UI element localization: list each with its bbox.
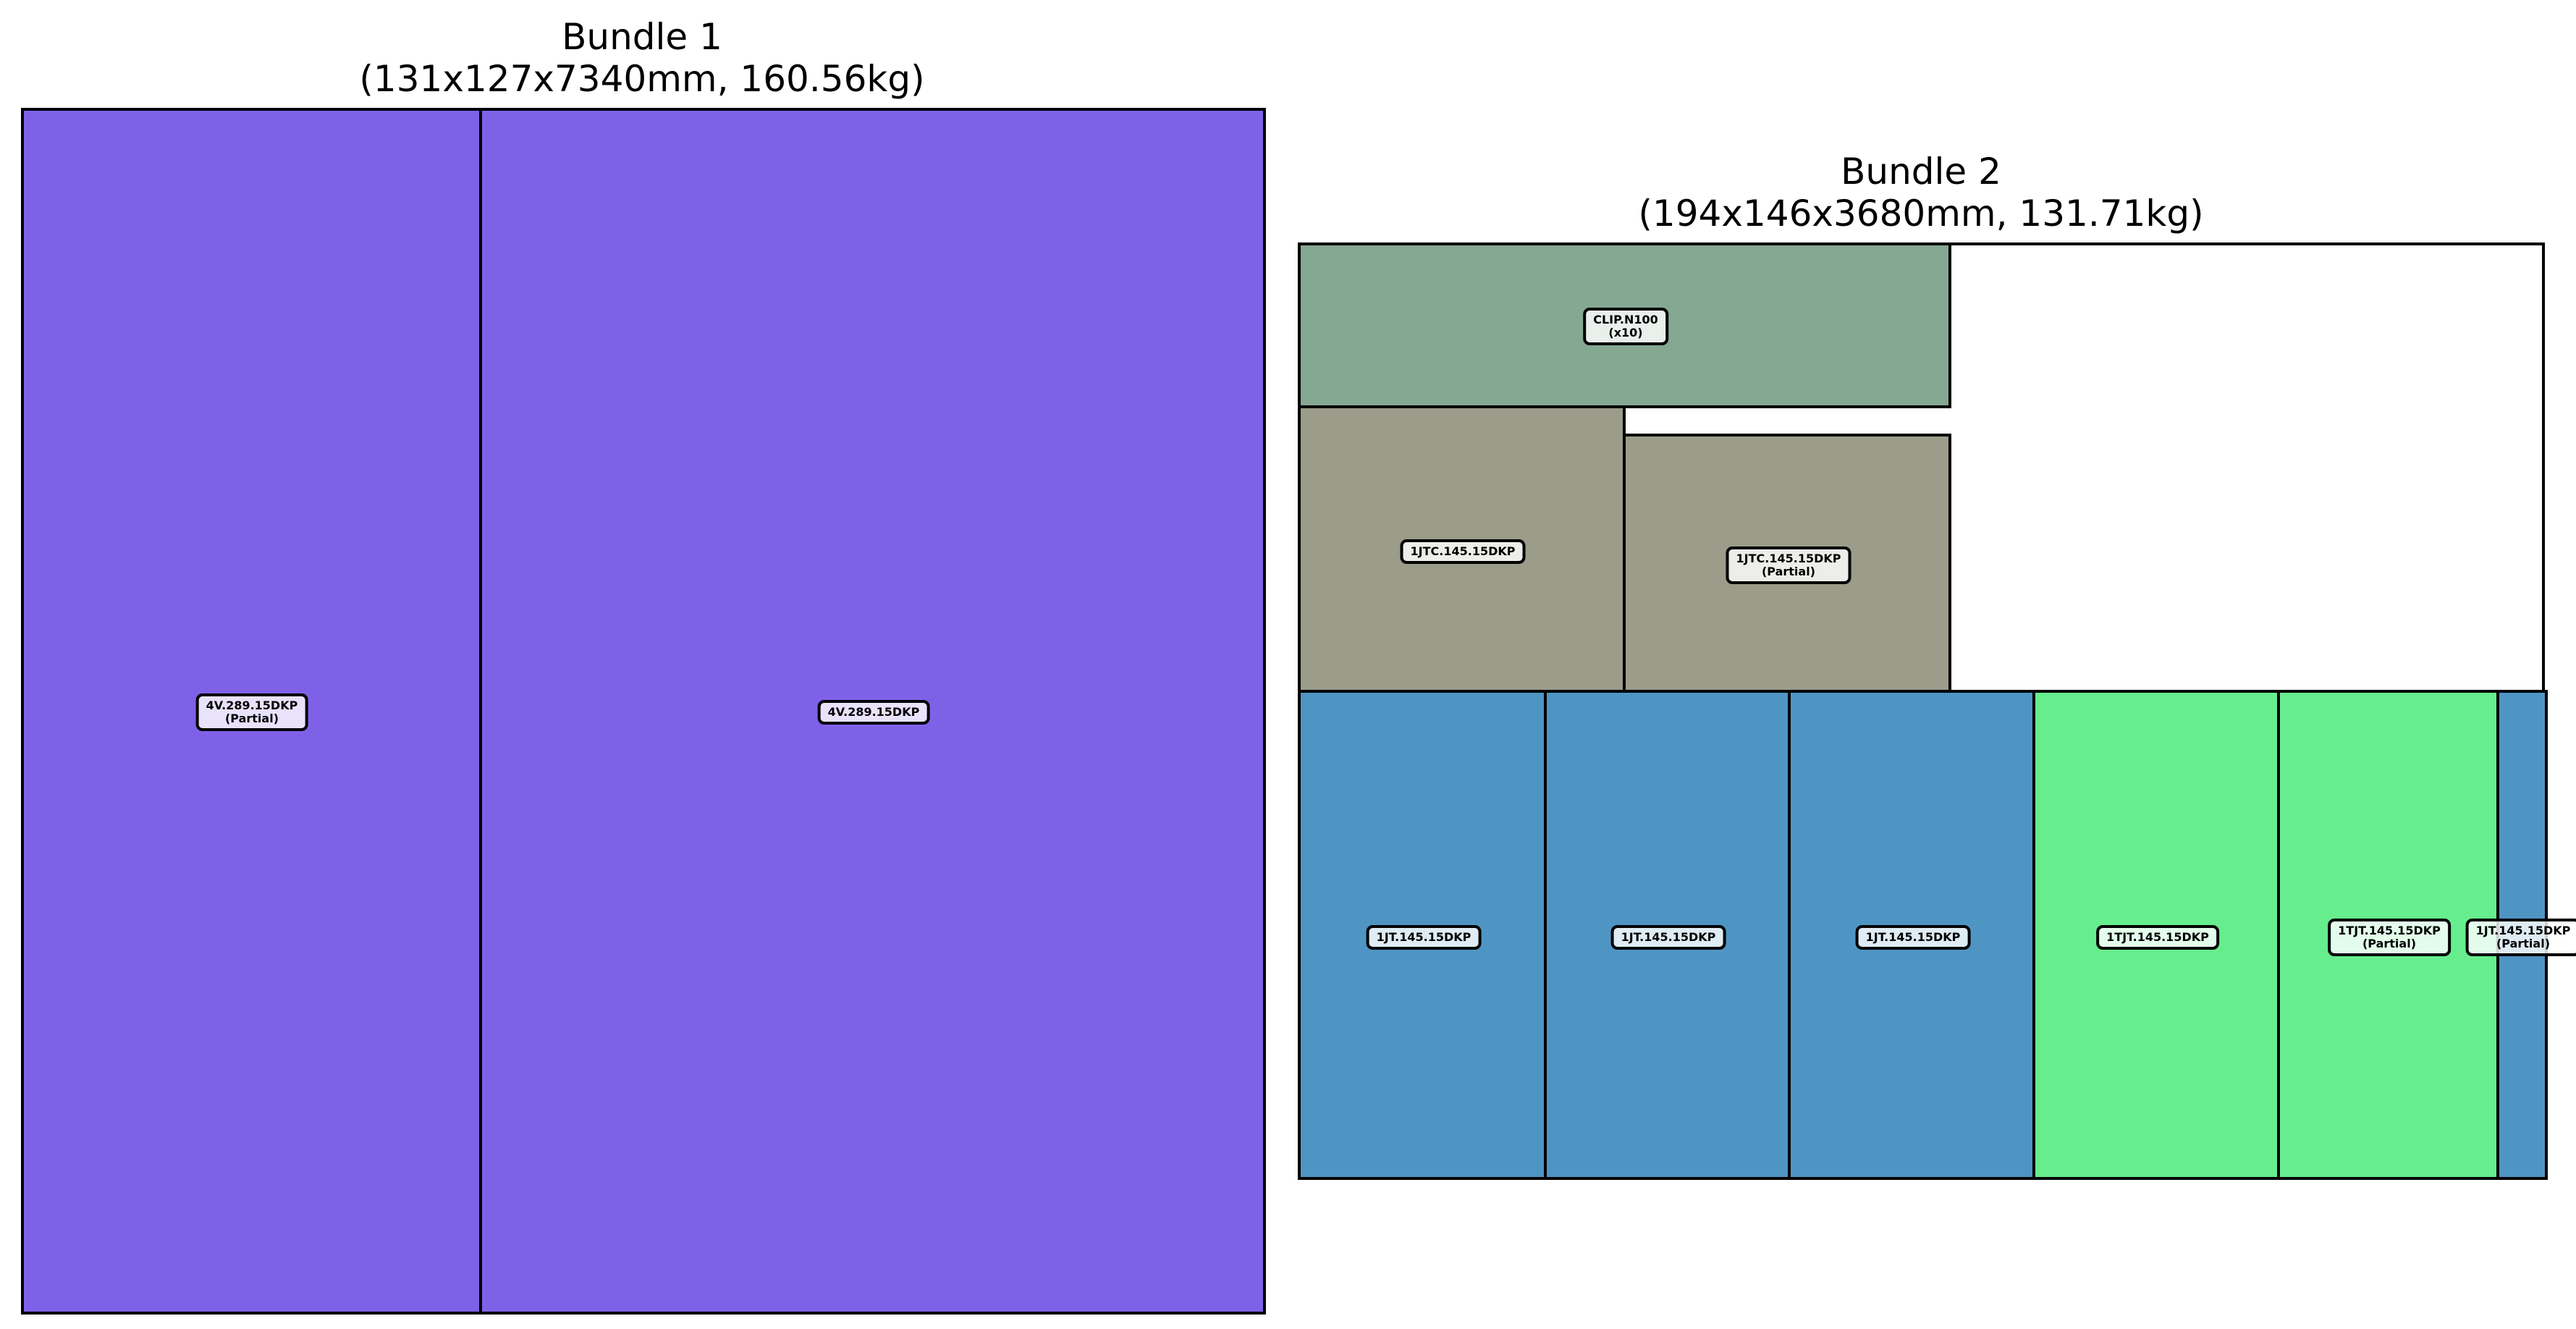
item-label: 1JTC.145.15DKP bbox=[1400, 539, 1526, 564]
item-label-note: (Partial) bbox=[224, 712, 279, 725]
bundle-2-item-1: CLIP.N100 (x10) bbox=[1298, 242, 1951, 408]
bundle-1-subtitle: (131x127x7340mm, 160.56kg) bbox=[359, 58, 925, 100]
item-label-name: 4V.289.15DKP bbox=[206, 699, 298, 712]
bundle-2-item-9: 1JT.145.15DKP (Partial) bbox=[2465, 690, 2576, 1180]
bundle-1-item-1: 4V.289.15DKP (Partial) bbox=[21, 108, 482, 1315]
bundle-1-title: Bundle 1 (131x127x7340mm, 160.56kg) bbox=[352, 16, 932, 100]
bundle-1-item-2: 4V.289.15DKP bbox=[479, 108, 1266, 1315]
item-label: 1JT.145.15DKP bbox=[1855, 925, 1971, 950]
item-label-name: 1JT.145.15DKP bbox=[2475, 924, 2571, 937]
item-label: 4V.289.15DKP bbox=[817, 700, 930, 725]
item-label: 1TJT.145.15DKP bbox=[2096, 925, 2219, 950]
item-label: CLIP.N100 (x10) bbox=[1583, 308, 1668, 345]
item-label: 1JT.145.15DKP bbox=[1610, 925, 1726, 950]
bundle-2-panel: CLIP.N100 (x10) 1JTC.145.15DKP 1JTC.145.… bbox=[1298, 242, 2576, 1180]
item-label-name: 1JT.145.15DKP bbox=[1865, 930, 1961, 944]
bundle-2-item-4: 1JT.145.15DKP bbox=[1298, 690, 1547, 1180]
item-label-name: 1JT.145.15DKP bbox=[1621, 930, 1716, 944]
item-label-note: (Partial) bbox=[2496, 937, 2551, 950]
bundle-1-panel: 4V.289.15DKP (Partial) 4V.289.15DKP bbox=[21, 108, 1266, 1315]
bundle-2-item-3: 1JTC.145.15DKP (Partial) bbox=[1623, 434, 1951, 693]
item-label-name: 1TJT.145.15DKP bbox=[2106, 930, 2209, 944]
item-label-name: 4V.289.15DKP bbox=[827, 705, 920, 719]
bundle-1-title-text: Bundle 1 bbox=[562, 16, 722, 58]
item-label: 1JT.145.15DKP (Partial) bbox=[2465, 919, 2576, 956]
item-label-name: 1JTC.145.15DKP bbox=[1410, 544, 1516, 558]
item-label-name: 1TJT.145.15DKP bbox=[2338, 924, 2441, 937]
item-label-note: (x10) bbox=[1608, 326, 1643, 339]
item-label-note: (Partial) bbox=[2362, 937, 2417, 950]
item-label: 1JTC.145.15DKP (Partial) bbox=[1726, 547, 1851, 584]
bundle-2-title: Bundle 2 (194x146x3680mm, 131.71kg) bbox=[1631, 151, 2210, 235]
bundle-2-subtitle: (194x146x3680mm, 131.71kg) bbox=[1638, 193, 2204, 235]
item-label-name: 1JTC.145.15DKP bbox=[1736, 552, 1841, 565]
bundle-2-item-6: 1JT.145.15DKP bbox=[1788, 690, 2035, 1180]
item-label: 1TJT.145.15DKP (Partial) bbox=[2328, 919, 2451, 956]
bundle-2-item-7: 1TJT.145.15DKP bbox=[2032, 690, 2280, 1180]
item-label: 4V.289.15DKP (Partial) bbox=[195, 693, 308, 731]
bundle-2-title-text: Bundle 2 bbox=[1841, 151, 2001, 193]
item-label-name: 1JT.145.15DKP bbox=[1376, 930, 1471, 944]
bundle-2-item-8: 1TJT.145.15DKP (Partial) bbox=[2277, 690, 2499, 1180]
item-label-name: CLIP.N100 bbox=[1593, 313, 1658, 326]
item-label: 1JT.145.15DKP bbox=[1366, 925, 1482, 950]
bundle-2-item-2: 1JTC.145.15DKP bbox=[1298, 405, 1626, 693]
bundle-2-item-5: 1JT.145.15DKP bbox=[1544, 690, 1791, 1180]
item-label-note: (Partial) bbox=[1761, 565, 1816, 578]
